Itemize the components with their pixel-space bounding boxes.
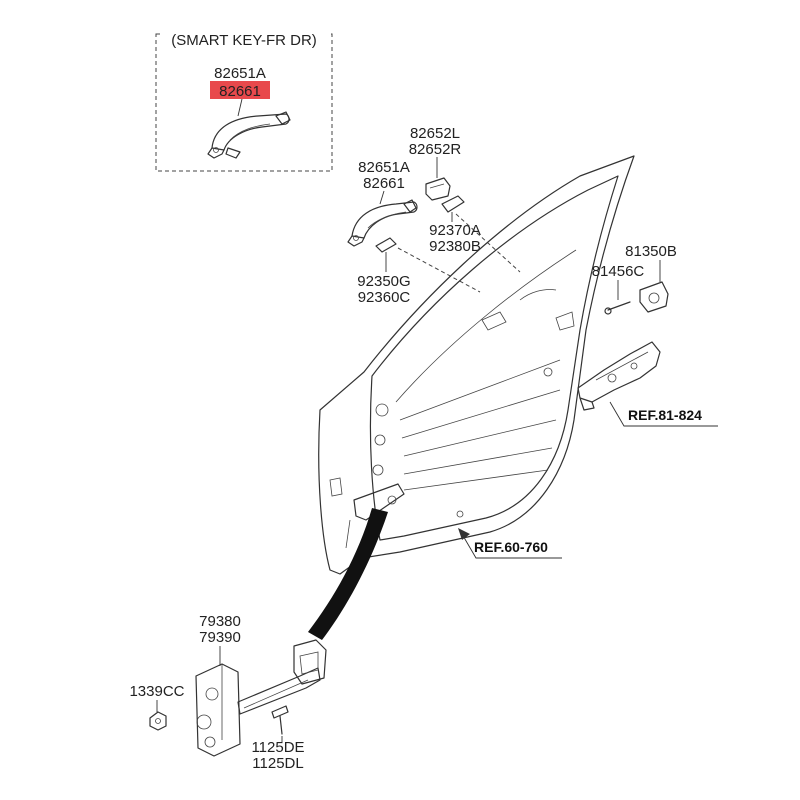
ref-arrow-head	[458, 528, 470, 540]
outside-door-handle	[347, 199, 418, 247]
handle-gasket-part	[375, 237, 397, 253]
checker-nut	[149, 711, 167, 731]
label-82661: 82661	[363, 175, 405, 192]
label-81456c: 81456C	[592, 263, 645, 280]
smart-key-inset: (SMART KEY-FR DR) 82651A 82661	[155, 31, 333, 172]
striker-group: 81350B 81456C REF.81-824	[577, 243, 718, 427]
checker-pointer-band	[308, 508, 388, 640]
label-1339cc: 1339CC	[129, 683, 184, 700]
handle-group: 82652L 82652R 82651A 82661 92370A 92380B…	[347, 125, 521, 306]
label-92360c: 92360C	[358, 289, 411, 306]
label-92370a: 92370A	[429, 222, 481, 239]
inset-door-handle	[207, 111, 291, 159]
striker-plate	[639, 281, 669, 313]
inset-label-82651a: 82651A	[214, 65, 266, 82]
checker-bolt-head	[271, 705, 289, 719]
label-79390: 79390	[199, 629, 241, 646]
checker-bolt-shank	[279, 715, 283, 735]
label-81350b: 81350B	[625, 243, 677, 260]
handle-cover-part	[425, 177, 451, 201]
door-ref-group: REF.60-760	[458, 528, 562, 559]
label-92380b: 92380B	[429, 238, 481, 255]
inset-label-82661: 82661	[219, 83, 261, 100]
label-1125dl: 1125DL	[252, 755, 303, 772]
label-92350g: 92350G	[357, 273, 410, 290]
label-82651a: 82651A	[358, 159, 410, 176]
door-checker-assembly	[195, 639, 327, 757]
front-door-panel	[318, 155, 635, 575]
label-82652l: 82652L	[410, 125, 460, 142]
striker-bolt	[607, 301, 631, 311]
door-latch-assembly	[577, 341, 661, 411]
checker-mount-bracket	[353, 483, 405, 521]
label-1125de: 1125DE	[251, 739, 304, 756]
ref-60-760: REF.60-760	[474, 539, 548, 555]
label-79380: 79380	[199, 613, 241, 630]
inset-frame	[155, 33, 333, 172]
checker-group: 79380 79390 1339CC 1125DE 1125DL	[129, 613, 327, 772]
highlight-box	[210, 81, 270, 99]
inset-title-bg	[160, 31, 330, 47]
label-82652r: 82652R	[409, 141, 462, 158]
handle-pad-part	[441, 195, 465, 213]
ref-81-824: REF.81-824	[628, 407, 702, 423]
inset-title: (SMART KEY-FR DR)	[171, 32, 317, 49]
